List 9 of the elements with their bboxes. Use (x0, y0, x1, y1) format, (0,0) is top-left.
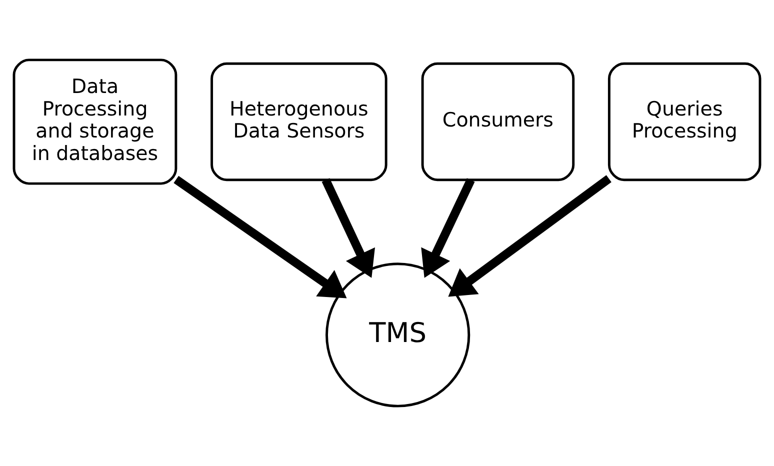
arrow (448, 175, 612, 297)
arrow (322, 178, 375, 278)
arrow (174, 176, 347, 298)
node-box: Data Processing and storage in databases (12, 58, 178, 185)
node-box: Heterogenous Data Sensors (210, 62, 388, 182)
node-box: Queries Processing (608, 62, 762, 182)
node-circle: TMS (326, 262, 470, 408)
arrow (421, 178, 475, 278)
node-box: Consumers (421, 62, 575, 182)
